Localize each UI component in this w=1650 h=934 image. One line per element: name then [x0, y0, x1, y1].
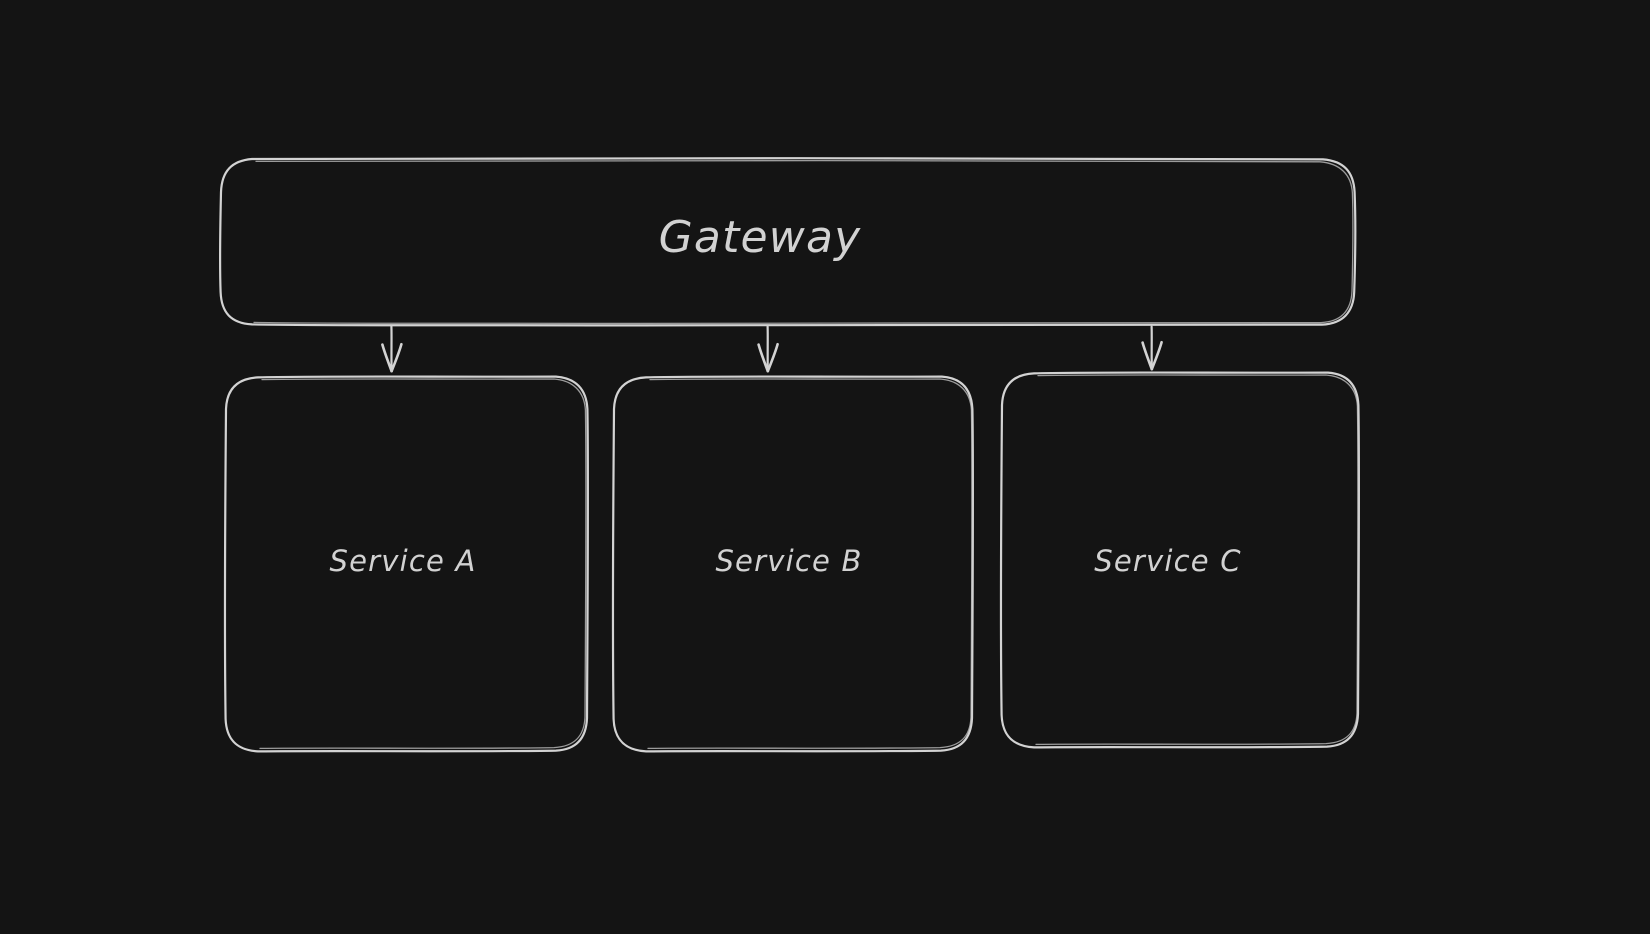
service-c-box-outline-second-pass — [1035, 374, 1359, 746]
service-b-box-outline-second-pass — [647, 378, 973, 750]
edge-gateway-service-a — [381, 325, 403, 373]
service-a-box-outline — [223, 375, 590, 753]
arrow-head-a-right — [390, 342, 403, 373]
edge-gateway-service-b — [757, 325, 779, 373]
node-service-b[interactable]: Service B — [611, 375, 975, 753]
arrow-head-b-right — [766, 342, 779, 373]
arrow-head-c — [1141, 341, 1154, 371]
arrow-head-a — [381, 343, 393, 373]
service-a-box-outline-second-pass — [259, 378, 587, 750]
service-b-label: Service B — [715, 544, 862, 578]
gateway-box-outline-second-pass — [253, 159, 1354, 325]
arrow-head-c-right — [1150, 340, 1163, 371]
service-a-label: Service A — [329, 544, 476, 578]
edge-gateway-service-c — [1141, 325, 1163, 371]
gateway-label: Gateway — [659, 212, 862, 263]
service-c-label: Service C — [1094, 544, 1241, 578]
node-gateway[interactable]: Gateway — [218, 157, 1357, 327]
service-b-box-outline — [611, 375, 975, 753]
node-service-c[interactable]: Service C — [999, 371, 1361, 749]
service-c-box-outline — [999, 371, 1361, 749]
gateway-box-outline — [218, 157, 1357, 327]
arrow-head-b — [757, 343, 770, 373]
node-service-a[interactable]: Service A — [223, 375, 590, 753]
